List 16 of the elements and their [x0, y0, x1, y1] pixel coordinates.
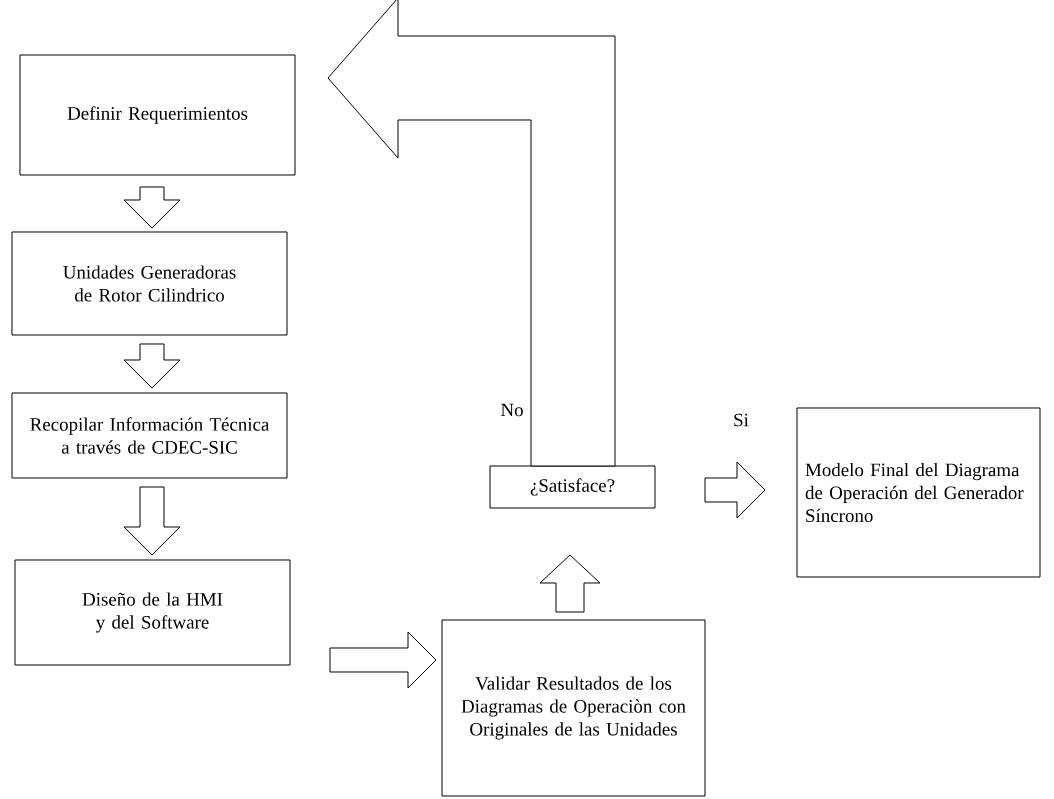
process-box: Definir Requerimientos — [19, 54, 296, 176]
process-box: Modelo Final del Diagrama de Operación del Generador Síncrono — [796, 407, 1041, 578]
block-arrow — [539, 554, 601, 613]
edge-label: Si — [732, 412, 750, 428]
branch-label: No — [501, 403, 523, 417]
process-box: Recopilar Información Técnica a través de CDEC-SIC — [11, 392, 288, 479]
block-arrow — [704, 461, 766, 519]
block-arrow — [123, 343, 181, 389]
process-box: Diseño de la HMI y del Software — [14, 559, 291, 666]
decision-box: ¿Satisface? — [489, 465, 656, 509]
block-arrow — [329, 631, 437, 689]
block-arrow — [123, 186, 181, 229]
process-box: Unidades Generadoras de Rotor Cilindrico — [11, 231, 288, 336]
process-box: Validar Resultados de los Diagramas de Operaciòn con Originales de las Unidades — [441, 619, 706, 797]
block-arrow — [327, 0, 616, 467]
block-arrow — [123, 486, 181, 556]
